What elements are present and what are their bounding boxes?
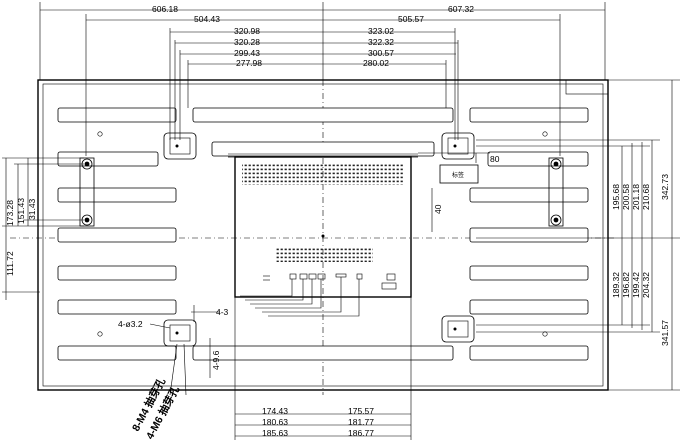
- dim-right-lower-2: 196.82: [621, 272, 631, 298]
- dim-top-total-right: 607.32: [448, 4, 474, 14]
- label-dim-40: 40: [433, 204, 443, 214]
- dim-top-left-2: 320.98: [234, 26, 260, 36]
- dim-right-upper-4: 210.68: [641, 184, 651, 210]
- label-dim-80: 80: [490, 154, 500, 164]
- dim-right-lower-1: 189.32: [611, 272, 621, 298]
- dim-top-left-4: 299.43: [234, 48, 260, 58]
- left-dimensions: 173.28 151.43 31.43 111.72: [2, 157, 84, 300]
- dim-right-lower-3: 199.42: [631, 272, 641, 298]
- bracket-bottom-right: [441, 315, 475, 343]
- label-dim-4-3: 4-3: [216, 307, 229, 317]
- top-dimensions: 606.18 607.32 504.43 505.57 320.98 323.0…: [39, 2, 606, 156]
- dim-right-upper-3: 201.18: [631, 184, 641, 210]
- dim-left-2: 151.43: [16, 198, 26, 224]
- dim-top-right-2: 323.02: [368, 26, 394, 36]
- dim-bottom-left-1: 174.43: [262, 406, 288, 416]
- dim-right-upper-1: 195.68: [611, 184, 621, 210]
- center-board: [228, 153, 418, 298]
- corner-notch: [565, 79, 609, 95]
- label-dim-4-96: 4-9.6: [211, 350, 221, 370]
- small-holes: [97, 131, 548, 337]
- dim-left-1: 173.28: [5, 200, 15, 226]
- dim-bottom-right-2: 181.77: [348, 417, 374, 427]
- dim-top-right-5: 280.02: [363, 58, 389, 68]
- slot-column-right: [469, 107, 589, 361]
- dim-bottom-right-1: 175.57: [348, 406, 374, 416]
- dim-top-total-left: 606.18: [152, 4, 178, 14]
- dim-top-left-1: 504.43: [194, 14, 220, 24]
- slot-column-middle: [192, 107, 454, 361]
- dim-right-upper-2: 200.58: [621, 184, 631, 210]
- bracket-bottom-left: [163, 319, 197, 347]
- dim-bottom-right-3: 186.77: [348, 428, 374, 438]
- dim-top-left-3: 320.28: [234, 37, 260, 47]
- tag-box: 标签: [439, 164, 479, 184]
- bottom-dimensions: 174.43 175.57 180.63 181.77 185.63 186.7…: [234, 297, 412, 440]
- dim-right-outer-lower: 341.57: [660, 320, 670, 346]
- dim-bottom-left-2: 180.63: [262, 417, 288, 427]
- dim-right-lower-4: 204.32: [641, 272, 651, 298]
- dim-top-right-3: 322.32: [368, 37, 394, 47]
- right-dimensions: 342.73 341.57 195.68 200.58 201.18 210.6…: [476, 79, 680, 391]
- label-hole-4-32: 4-ø3.2: [118, 319, 143, 329]
- dim-top-right-4: 300.57: [368, 48, 394, 58]
- slot-column-left: [57, 107, 177, 361]
- dim-left-3: 31.43: [27, 198, 37, 220]
- dim-right-outer-upper: 342.73: [660, 174, 670, 200]
- dim-bottom-left-3: 185.63: [262, 428, 288, 438]
- dim-left-4: 111.72: [5, 251, 15, 276]
- dim-top-left-5: 277.98: [236, 58, 262, 68]
- dim-top-right-1: 505.57: [398, 14, 424, 24]
- connector-leaders: [240, 277, 360, 317]
- side-strip-right: [548, 157, 564, 227]
- tag-box-label: 标签: [452, 171, 464, 179]
